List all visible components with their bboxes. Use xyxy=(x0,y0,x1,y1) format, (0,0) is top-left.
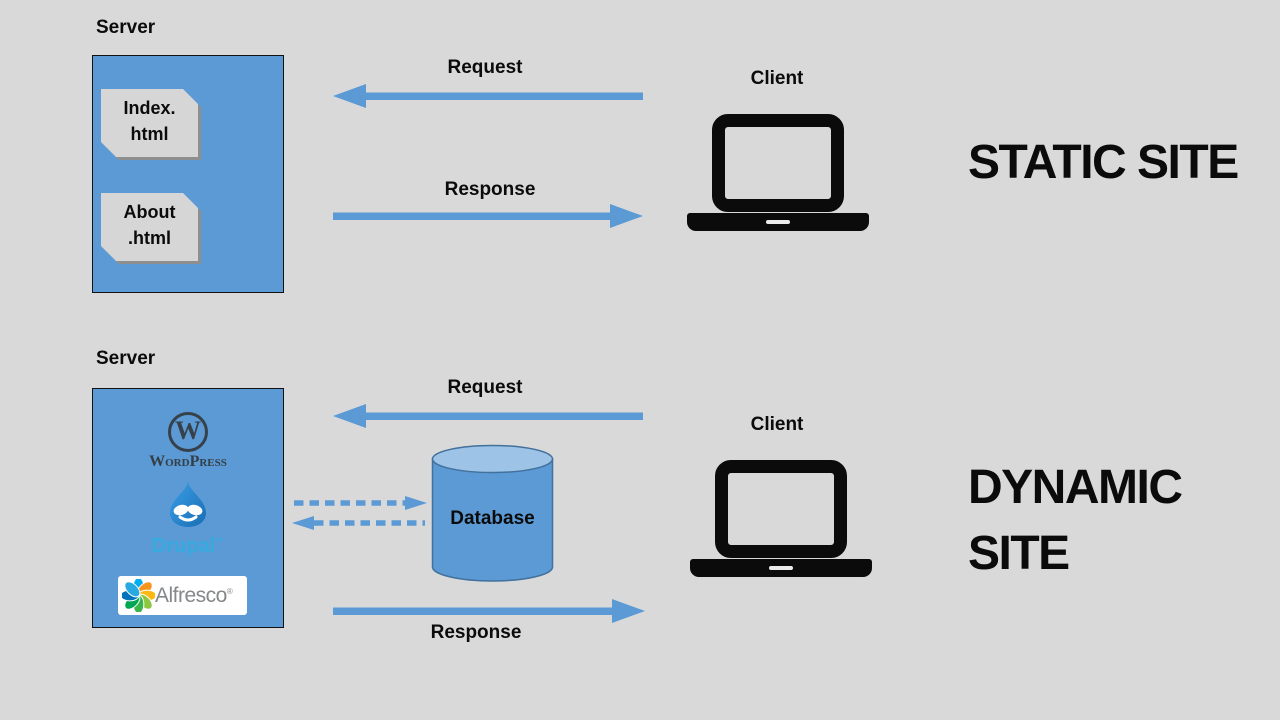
laptop-screen xyxy=(715,460,847,558)
database-to-server-dashed-arrow-icon xyxy=(292,516,425,530)
file-name-line: .html xyxy=(128,228,171,248)
dynamic-client-label: Client xyxy=(750,414,804,435)
drupal-drop-icon xyxy=(170,480,206,527)
static-server-box: Index. html About .html xyxy=(92,55,284,293)
alfresco-wordmark: Alfresco® xyxy=(155,583,233,607)
laptop-notch xyxy=(769,566,793,570)
static-request-arrow-left-icon xyxy=(333,84,643,108)
server-to-database-dashed-arrow-icon xyxy=(294,496,427,510)
wordpress-icon: W xyxy=(168,412,208,452)
laptop-base xyxy=(690,559,872,577)
static-response-label: Response xyxy=(444,179,536,200)
dynamic-request-label: Request xyxy=(447,377,523,398)
dynamic-server-label: Server xyxy=(96,348,156,369)
laptop-base xyxy=(687,213,869,231)
static-request-label: Request xyxy=(447,57,523,78)
dynamic-response-label: Response xyxy=(430,622,522,643)
dynamic-request-arrow-left-icon xyxy=(333,404,643,428)
drupal-wordmark: Drupal™ xyxy=(151,535,225,557)
drupal-logo: Drupal™ xyxy=(93,479,283,558)
laptop-screen xyxy=(712,114,844,212)
database-label: Database xyxy=(450,508,535,529)
static-server-label: Server xyxy=(96,17,156,38)
static-file-about-html: About .html xyxy=(101,193,198,261)
file-name-line: Index. xyxy=(123,98,176,118)
alfresco-reg-mark: ® xyxy=(226,586,233,596)
static-client-label: Client xyxy=(750,68,804,89)
static-site-title: STATIC SITE xyxy=(968,136,1239,189)
alfresco-logo: Alfresco® xyxy=(118,576,247,615)
file-name-line: About xyxy=(123,202,176,222)
dynamic-response-arrow-right-icon xyxy=(333,599,645,623)
alfresco-flower-icon xyxy=(122,579,155,612)
dynamic-site-title-line2: SITE xyxy=(968,527,1070,580)
drupal-tm-mark: ™ xyxy=(215,536,225,547)
static-file-index-html: Index. html xyxy=(101,89,198,157)
wordpress-wordmark: WordPress xyxy=(149,453,227,470)
laptop-notch xyxy=(766,220,790,224)
dynamic-site-title-line1: DYNAMIC xyxy=(968,461,1183,514)
dynamic-server-box: W WordPress Drupal™ xyxy=(92,388,284,628)
dynamic-site-title: DYNAMIC SITE xyxy=(968,455,1183,587)
database-cylinder-icon xyxy=(431,444,554,582)
static-response-arrow-right-icon xyxy=(333,204,643,228)
wordpress-logo: W WordPress xyxy=(93,412,283,471)
wordpress-w-glyph: W xyxy=(175,416,201,445)
file-name-line: html xyxy=(130,124,169,144)
